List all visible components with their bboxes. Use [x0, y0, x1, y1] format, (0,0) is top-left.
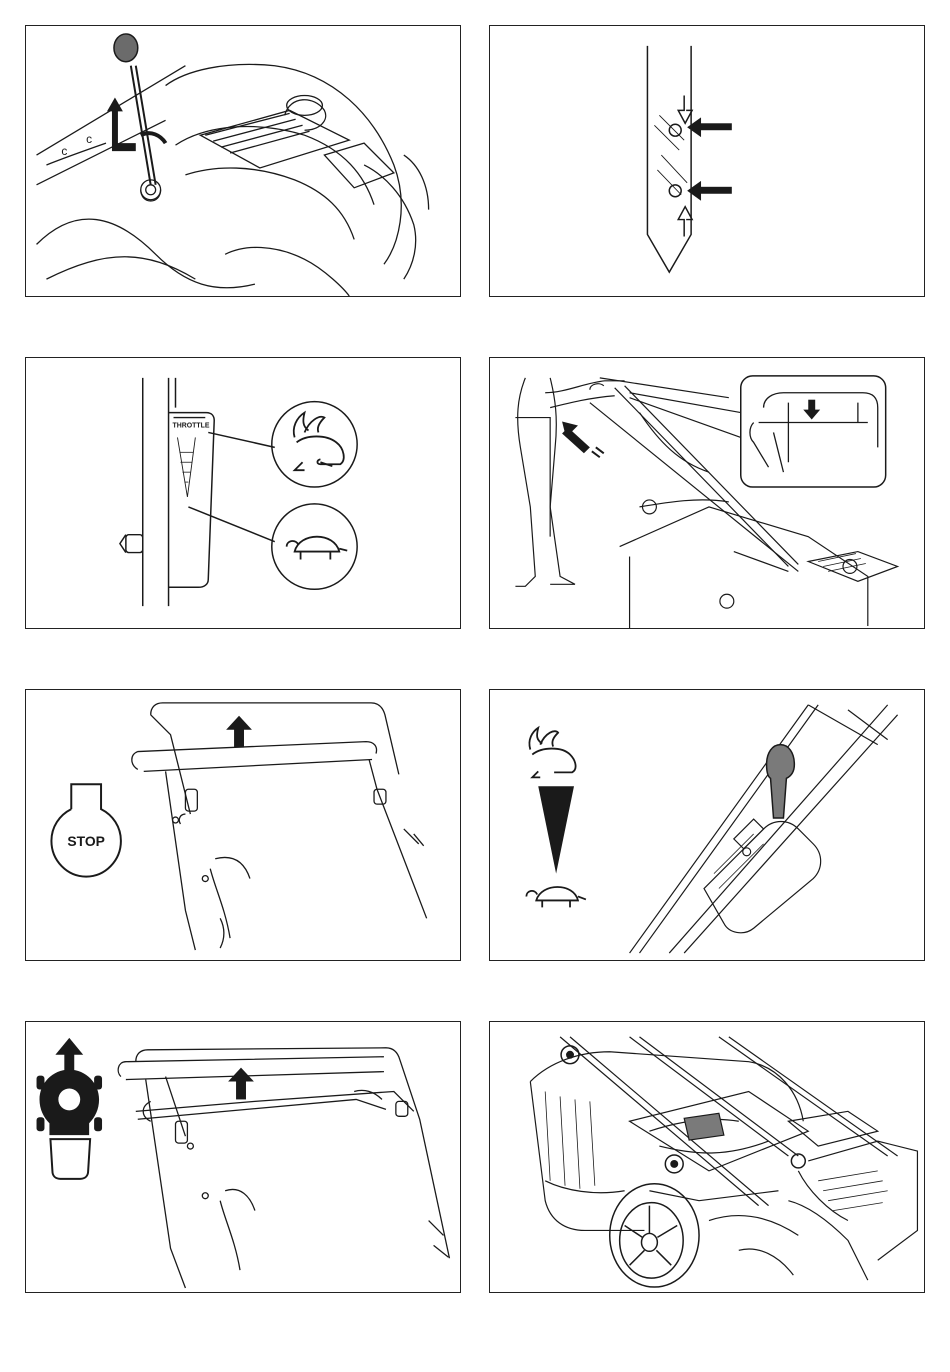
svg-text:c: c — [61, 144, 67, 158]
rabbit-fast-icon — [294, 413, 344, 471]
drive-forward-icon — [37, 1038, 103, 1179]
stop-label: STOP — [67, 833, 105, 849]
svg-text:c: c — [86, 132, 92, 146]
throttle-knob-icon — [767, 745, 795, 818]
figure-operator-bar — [489, 357, 925, 629]
upper-mark-arrow-icon — [687, 117, 732, 137]
throttle-label: THROTTLE — [173, 422, 210, 429]
lift-up-arrow-icon — [226, 716, 252, 748]
figure-oil-level — [489, 25, 925, 297]
lower-mark-arrow-icon — [687, 181, 732, 201]
dipstick-illustration: c c — [26, 26, 460, 296]
dipstick-knob-icon — [114, 34, 138, 62]
figure-drive-bar — [25, 1021, 461, 1293]
rabbit-fast-icon — [529, 728, 575, 778]
stop-icon: STOP — [51, 784, 120, 876]
figure-throttle-scale — [489, 689, 925, 961]
turtle-slow-icon — [526, 887, 586, 907]
figure-handle-stop: STOP — [25, 689, 461, 961]
handle-stop-illustration: STOP — [26, 690, 460, 960]
speed-scale-wedge — [538, 786, 574, 873]
engage-up-arrow-icon — [228, 1068, 254, 1100]
figure-dipstick-pull: c c — [25, 25, 461, 297]
throttle-scale-illustration — [490, 690, 924, 960]
rear-wheel — [610, 1184, 699, 1287]
figure-throttle-lever: THROTTLE — [25, 357, 461, 629]
throttle-lever-illustration: THROTTLE — [26, 358, 460, 628]
mower-overview-illustration — [490, 1022, 924, 1292]
pull-bar-arrow-icon — [562, 422, 604, 458]
label-plate — [684, 1113, 724, 1140]
turtle-slow-icon — [287, 537, 348, 560]
figure-mower-overview — [489, 1021, 925, 1293]
dipstick-level-illustration — [490, 26, 924, 296]
drive-bar-illustration — [26, 1022, 460, 1292]
operator-bar-illustration — [490, 358, 924, 628]
